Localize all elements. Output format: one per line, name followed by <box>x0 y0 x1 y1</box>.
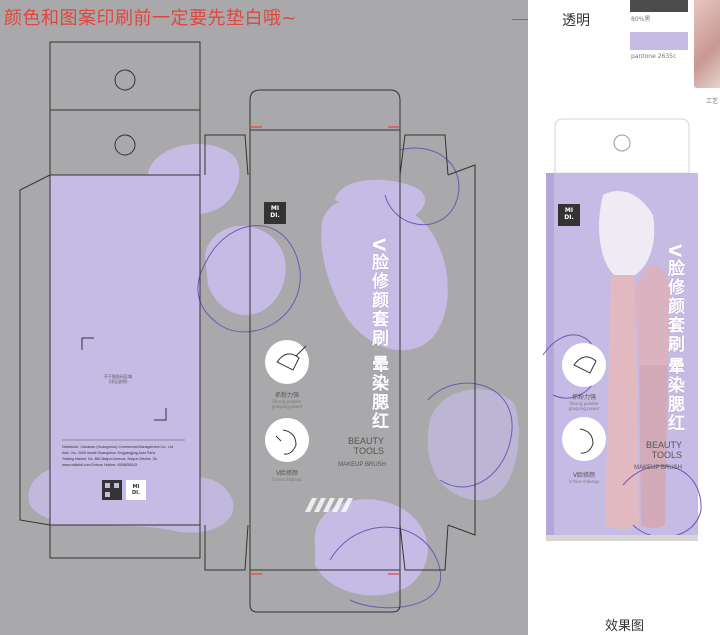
address-line1: Add.: No. 2005 Inside Guangzhou Xingyang… <box>62 451 156 455</box>
effect-preview-label: 效果图 <box>605 619 645 634</box>
blob-outline-right <box>427 382 513 488</box>
feature1-en1: Strong powder <box>272 399 302 404</box>
mockup-feature1-cn: 抓粉力强 <box>571 394 596 401</box>
logo-box-side <box>126 480 146 500</box>
mockup-title: V脸修颜套刷 <box>664 244 684 355</box>
logo-line1: MI <box>270 205 280 212</box>
logo-line2: DI. <box>270 212 280 219</box>
distributor-line: Distributor: Xiaoshan (Guangzhou) Commer… <box>62 445 174 449</box>
mockup-feature1-circle <box>562 343 606 387</box>
print-note: 颜色和图案印刷前一定要先垫白哦~ <box>4 8 298 29</box>
transparent-label: 透明 <box>562 13 590 29</box>
mockup-logo-line1: MI <box>564 207 574 214</box>
blob-bottom-center <box>314 499 428 596</box>
mockup-logo-line2: DI. <box>564 214 574 221</box>
brand-logo-front: MI DI. <box>266 205 284 219</box>
mockup-hang-tab <box>554 118 690 174</box>
mockup-subtitle: 晕染腮红 <box>664 357 684 433</box>
mockup-bottom-shadow <box>546 535 698 541</box>
face-icon <box>275 429 297 455</box>
dieline-svg <box>19 41 519 613</box>
mockup-feature2-en: V face makeup <box>569 479 599 484</box>
barcode-text1: 不干胶贴码区域 <box>104 374 132 379</box>
mockup-feature1-text: 抓粉力强 Strong powder grasping power <box>559 392 609 411</box>
mockup-eng-line2: TOOLS <box>651 450 682 460</box>
mockup-feature2-cn: V脸修颜 <box>572 472 596 479</box>
blob-outline-left <box>197 225 301 333</box>
product-subtitle: 晕染腮红 <box>368 355 388 431</box>
process-photo-label: 工艺 <box>706 98 719 105</box>
swatch-pantone-label: pantone 2635c <box>631 53 677 60</box>
feature2-cn: V脸修颜 <box>275 470 299 477</box>
product-title: V脸修颜套刷 <box>368 238 388 349</box>
swatch-pantone <box>630 32 688 50</box>
process-photo <box>694 0 720 88</box>
logo-box-front <box>264 202 286 224</box>
box-mockup <box>543 118 702 541</box>
blob-mid-left <box>205 225 286 315</box>
blob-right-flap <box>427 389 519 500</box>
swatch-80-black <box>630 0 688 12</box>
feature1-text: 抓粉力强 Strong powder grasping power <box>262 390 312 409</box>
swatch-80-black-label: 80%黑 <box>631 16 651 23</box>
eng-beauty-tools: BEAUTY TOOLS <box>330 436 384 456</box>
barcode-area-text: 不干胶贴码区域 (详见说明) <box>88 374 148 384</box>
brush-head-right <box>635 264 671 365</box>
brush-handle-left <box>605 275 639 529</box>
stripe-decoration <box>305 498 353 512</box>
logo-side-line2: DI. <box>132 490 140 496</box>
eng-line2: TOOLS <box>353 446 384 456</box>
blob-outline-top <box>384 147 460 226</box>
crop-marks <box>81 337 167 421</box>
mockup-feature2-text: V脸修颜 V face makeup <box>559 470 609 484</box>
registration-marks <box>250 126 400 575</box>
brush-bristles <box>599 191 655 280</box>
address-line2: Trading Market, No. 880 Baiyun Avenue, B… <box>62 457 158 461</box>
mockup-feature1-en2: grasping power <box>568 406 600 411</box>
brand-logo-side: MI DI. <box>127 484 145 496</box>
feature1-cn: 抓粉力强 <box>274 392 299 399</box>
distributor-info: Distributor: Xiaoshan (Guangzhou) Commer… <box>62 444 192 468</box>
website-hotline: www.midididi.com Enfune Hotline: 4008655… <box>62 463 138 467</box>
mockup-feature1-en1: Strong powder <box>569 401 599 406</box>
feature2-en: V face makeup <box>272 477 302 482</box>
mockup-logo-text: MI DI. <box>560 207 578 221</box>
eng-line1: BEAUTY <box>347 436 384 446</box>
mockup-eng-line1: BEAUTY <box>645 440 682 450</box>
dieline-canvas: 颜色和图案印刷前一定要先垫白哦~ <box>0 0 554 635</box>
brush-icon <box>276 345 307 371</box>
feature2-icon-circle <box>265 418 309 462</box>
mockup-feature2-circle <box>562 417 606 461</box>
mockup-eng-beauty-tools: BEAUTY TOOLS <box>628 440 682 460</box>
feature1-en2: grasping power <box>271 404 303 409</box>
mockup-logo-box <box>558 204 580 226</box>
eng-makeup-brush: MAKEUP BRUSH <box>338 462 386 468</box>
barcode-text2: (详见说明) <box>108 379 128 384</box>
brush-handle-right <box>639 365 668 528</box>
dieline-outlines <box>19 41 476 613</box>
blob-mid-right <box>321 197 448 351</box>
feature1-icon-circle <box>265 340 309 384</box>
logo-side-line1: MI <box>132 484 140 490</box>
mockup-hang-hole <box>613 134 631 152</box>
mockup-side-edge <box>546 173 554 535</box>
feature2-text: V脸修颜 V face makeup <box>262 468 312 482</box>
blob-top-left <box>148 144 240 215</box>
mockup-eng-makeup: MAKEUP BRUSH <box>634 465 682 471</box>
